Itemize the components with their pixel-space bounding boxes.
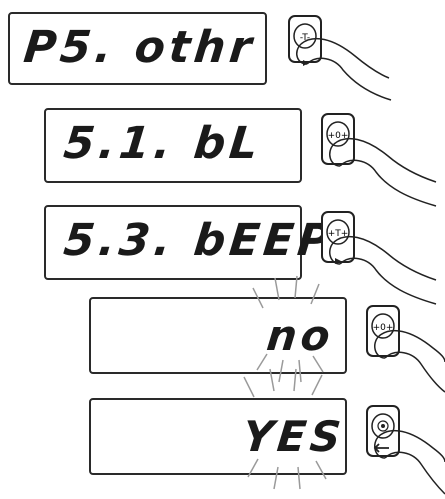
- display-panel-3: 5.3. bEEP: [44, 205, 337, 280]
- display-panel-1: P5. othr: [8, 12, 267, 85]
- display-text-2: 5.1. bL: [61, 118, 265, 169]
- blink-indicator-yes: [218, 365, 358, 499]
- zero-button-2[interactable]: +0+: [363, 302, 445, 402]
- tare-glyph: -T-: [300, 33, 310, 43]
- tare-button-1[interactable]: -T-: [283, 14, 393, 104]
- zero-glyph: +0+: [373, 323, 394, 333]
- display-panel-5: YES: [89, 398, 347, 475]
- enter-symbol-icon: [377, 420, 389, 432]
- blink-indicator-no: [235, 270, 345, 410]
- tare-glyph: +T+: [328, 229, 349, 239]
- display-panel-4: no: [89, 297, 347, 374]
- enter-button[interactable]: [363, 402, 445, 499]
- zero-glyph: +0+: [328, 131, 349, 141]
- display-panel-2: 5.1. bL: [44, 108, 302, 183]
- tare-button-2[interactable]: +T+: [318, 208, 438, 308]
- display-text-3: 5.3. bEEP: [61, 215, 337, 266]
- display-text-1: P5. othr: [21, 22, 258, 73]
- zero-button-1[interactable]: +0+: [318, 110, 438, 210]
